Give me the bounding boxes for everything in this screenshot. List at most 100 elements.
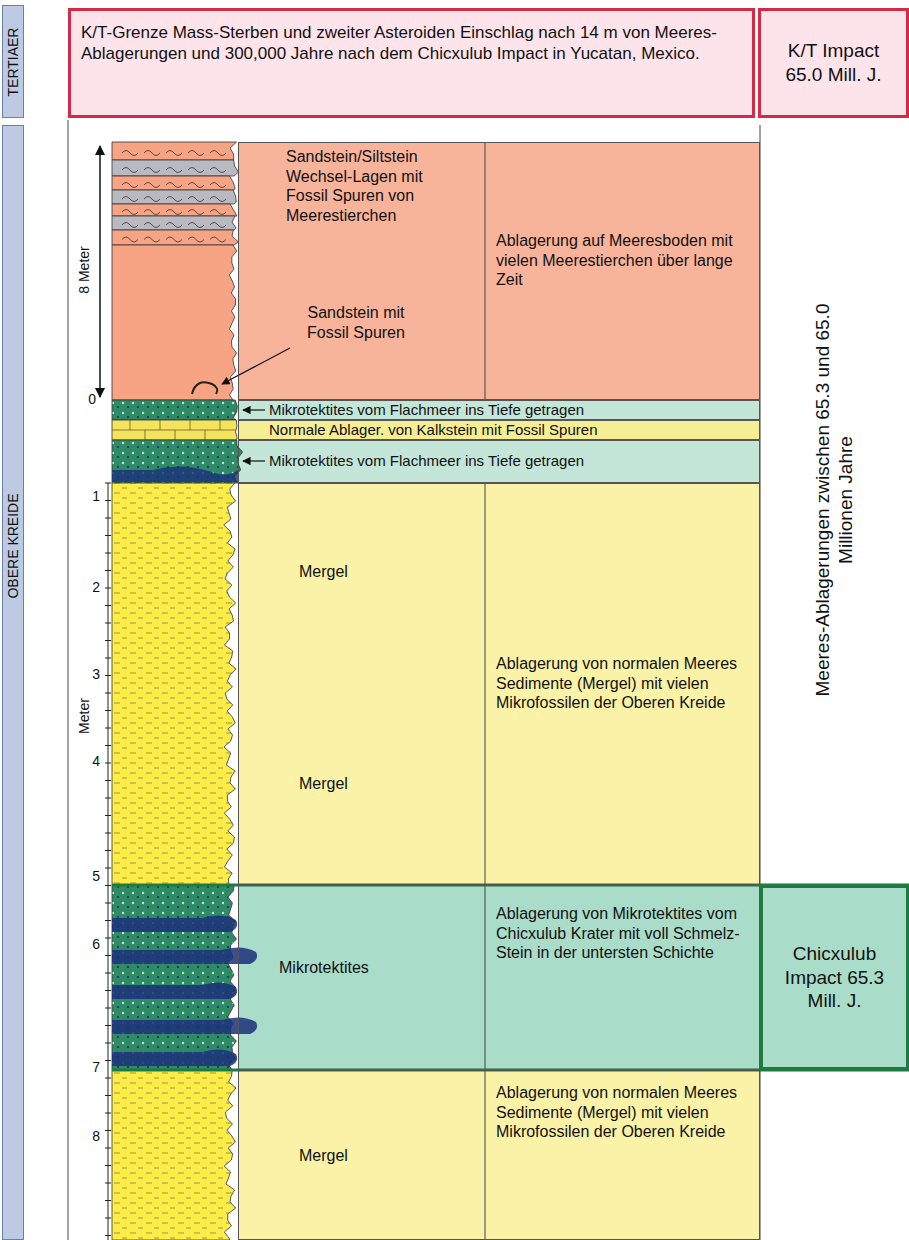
- microtektite-row: Mikrotektites vom Flachmeer ins Tiefe ge…: [238, 400, 760, 420]
- scale-number: 4: [92, 753, 100, 770]
- trace-mark: [144, 223, 160, 228]
- trace-mark: [122, 223, 138, 228]
- sandstone-row: Sandstein/Siltstein Wechsel-Lagen mit Fo…: [238, 142, 760, 400]
- trace-mark: [210, 223, 226, 228]
- column-rule: [68, 120, 760, 1240]
- layer-text: Ablagerung von normalen Meeres Sedimente…: [496, 654, 751, 713]
- trace-mark: [122, 151, 138, 156]
- scale-number: 6: [92, 936, 100, 953]
- leader-arrow: [243, 409, 265, 410]
- layer-ground: [238, 1070, 760, 1240]
- trace-mark: [210, 210, 226, 215]
- sandstone-layer: [112, 230, 238, 245]
- microtektite-layer: [112, 400, 237, 420]
- melt-blobs: [112, 915, 237, 932]
- trace-mark: [144, 168, 160, 173]
- microtektite-layer: [112, 440, 243, 483]
- melt-blobs: [112, 1017, 257, 1034]
- layer-text: Mikrotektites: [279, 958, 369, 978]
- leader-arrow: [243, 460, 265, 461]
- trace-mark: [210, 237, 226, 242]
- layer-ground: [238, 885, 760, 1070]
- layer-ground: [238, 400, 760, 420]
- column-art: [68, 120, 909, 1240]
- leader-arrow: [222, 348, 290, 384]
- event-label: Chicxulub Impact 65.3 Mill. J.: [763, 942, 906, 1013]
- microtektite-row: Mikrotektites vom Flachmeer ins Tiefe ge…: [238, 440, 760, 483]
- layer-text: Ablagerung von normalen Meeres Sedimente…: [496, 1083, 751, 1142]
- trace-mark: [188, 151, 204, 156]
- melt-blobs: [112, 466, 238, 482]
- sandstone-layer: [112, 190, 236, 204]
- scale-number: 7: [92, 1059, 100, 1076]
- layer-text: Normale Ablager. von Kalkstein mit Fossi…: [269, 421, 597, 439]
- sandstone-layer: [112, 142, 236, 160]
- trace-mark: [210, 197, 226, 202]
- layer-ground: [238, 440, 760, 483]
- scale-number: 3: [92, 666, 100, 683]
- melt-blobs: [112, 982, 237, 999]
- scale-number: 1: [92, 488, 100, 505]
- layer-text: Mergel: [299, 774, 348, 794]
- marl-row: MergelMergelAblagerung von normalen Meer…: [238, 483, 760, 885]
- trace-mark: [166, 197, 182, 202]
- sandstone-layer: [112, 160, 238, 176]
- event-box: K/T Impact 65.0 Mill. J.: [758, 8, 909, 118]
- trace-mark: [122, 183, 138, 188]
- scale-label: Meter: [76, 698, 93, 734]
- trace-mark: [144, 183, 160, 188]
- marl-layer: [112, 483, 236, 885]
- trace-mark: [122, 237, 138, 242]
- sandstone-layer: [112, 204, 237, 216]
- burrow-trace: [192, 382, 217, 394]
- trace-mark: [122, 197, 138, 202]
- depth-axis: [108, 483, 109, 1240]
- trace-mark: [166, 151, 182, 156]
- era-label: TERTIAER: [5, 28, 22, 97]
- trace-mark: [144, 151, 160, 156]
- marl-layer: [112, 1070, 236, 1240]
- layer-text: Sandstein mit Fossil Spuren: [296, 303, 416, 342]
- trace-mark: [144, 210, 160, 215]
- event-box: Chicxulub Impact 65.3 Mill. J.: [760, 885, 909, 1070]
- era-band: OBERE KREIDE: [2, 125, 24, 1240]
- layer-text: Mikrotektites vom Flachmeer ins Tiefe ge…: [269, 401, 584, 419]
- trace-mark: [166, 237, 182, 242]
- trace-mark: [166, 183, 182, 188]
- scale-number: 5: [92, 868, 100, 885]
- marl-row: Mergel Ablagerung von normalen Meeres Sed…: [238, 1070, 760, 1240]
- trace-mark: [188, 197, 204, 202]
- limestone-layer: [112, 420, 237, 440]
- trace-mark: [188, 210, 204, 215]
- layer-text: Mergel: [299, 1146, 348, 1166]
- trace-mark: [210, 168, 226, 173]
- limestone-bricks: [112, 420, 236, 440]
- layer-text: Mikrotektites vom Flachmeer ins Tiefe ge…: [269, 452, 584, 470]
- layer-text: Ablagerung von Mikrotektites vom Chicxul…: [496, 904, 751, 963]
- layer-text: K/T-Grenze Mass-Sterben und zweiter Aste…: [81, 23, 736, 64]
- scale-label: 8 Meter: [76, 246, 93, 293]
- trace-mark: [166, 223, 182, 228]
- impact-ground: [760, 885, 909, 1070]
- layer-text: Sandstein/Siltstein Wechsel-Lagen mit Fo…: [286, 147, 451, 225]
- layer-ground: [238, 142, 760, 400]
- impact-rule: [112, 885, 909, 1070]
- limestone-row: Normale Ablager. von Kalkstein mit Fossi…: [238, 420, 760, 440]
- sandstone-layer: [112, 216, 236, 230]
- trace-mark: [188, 183, 204, 188]
- layer-ground: [238, 420, 760, 440]
- trace-mark: [210, 151, 226, 156]
- boundary-box: K/T-Grenze Mass-Sterben und zweiter Aste…: [68, 8, 755, 118]
- sandstone-body: [112, 245, 237, 400]
- layer-text: Ablagerung auf Meeresboden mit vielen Me…: [496, 231, 751, 290]
- thickness-arrow: [99, 146, 101, 397]
- trace-mark: [188, 237, 204, 242]
- melt-blobs: [112, 1049, 237, 1066]
- trace-mark: [210, 183, 226, 188]
- microtektite-row: Mikrotektites Ablagerung von Mikrotektite…: [238, 885, 760, 1070]
- era-band: TERTIAER: [2, 5, 24, 118]
- trace-mark: [122, 168, 138, 173]
- trace-mark: [166, 210, 182, 215]
- trace-mark: [144, 237, 160, 242]
